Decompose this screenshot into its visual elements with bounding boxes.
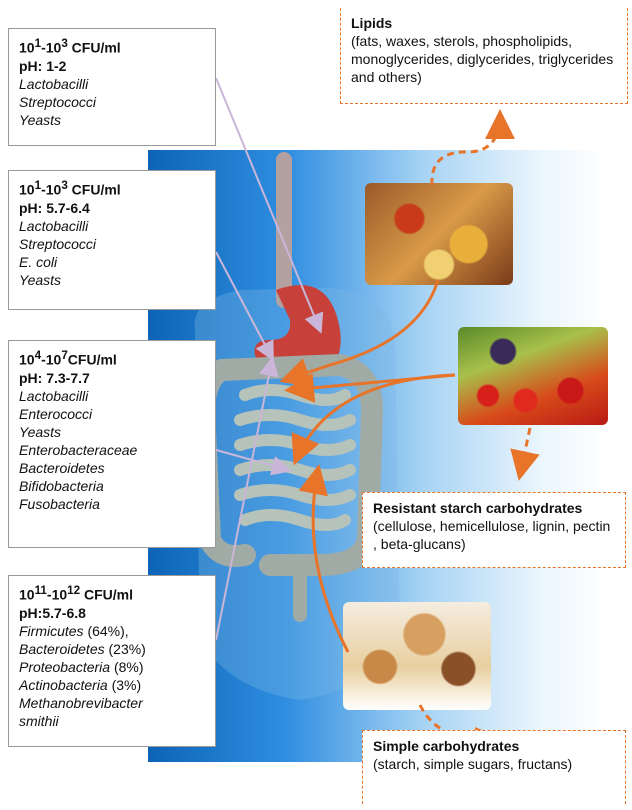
lipids-description: (fats, waxes, sterols, phospholipids, mo… [351, 32, 617, 86]
organism-item: Yeasts [19, 271, 205, 289]
organism-item: Bacteroidetes (23%) [19, 640, 205, 658]
ph-label: pH:5.7-6.8 [19, 604, 205, 622]
bread-arrow [313, 470, 348, 652]
organism-item: Lactobacilli [19, 217, 205, 235]
cfu-heading: 1011-1012 CFU/ml [19, 582, 205, 604]
simple-carbs-box: Simple carbohydrates (starch, simple sug… [362, 730, 626, 804]
organism-item: Lactobacilli [19, 75, 205, 93]
lipids-dashed-arrow [432, 115, 500, 185]
organism-item: Actinobacteria (3%) [19, 676, 205, 694]
simple-carbs-description: (starch, simple sugars, fructans) [373, 755, 615, 773]
lipids-box: Lipids (fats, waxes, sterols, phospholip… [340, 8, 628, 104]
organism-item: Proteobacteria (8%) [19, 658, 205, 676]
organism-item: smithii [19, 712, 205, 730]
ph-label: pH: 5.7-6.4 [19, 199, 205, 217]
organism-item: Lactobacilli [19, 387, 205, 405]
stomach-info-box: 101-103 CFU/ml pH: 1-2 Lactobacilli Stre… [8, 28, 216, 146]
organism-item: Bacteroidetes [19, 459, 205, 477]
pointer-duodenum [216, 252, 272, 358]
simple-carbs-title: Simple carbohydrates [373, 737, 615, 755]
pointer-colon [216, 360, 272, 640]
organism-item: Streptococci [19, 235, 205, 253]
organism-item: E. coli [19, 253, 205, 271]
resistant-starch-box: Resistant starch carbohydrates (cellulos… [362, 492, 626, 568]
resistant-starch-description: (cellulose, hemicellulose, lignin, pecti… [373, 517, 615, 553]
fast-food-arrow [285, 280, 438, 380]
colon-info-box: 1011-1012 CFU/ml pH:5.7-6.8 Firmicutes (… [8, 575, 216, 747]
duodenum-info-box: 101-103 CFU/ml pH: 5.7-6.4 Lactobacilli … [8, 170, 216, 310]
cfu-heading: 104-107CFU/ml [19, 347, 205, 369]
organism-item: Streptococci [19, 93, 205, 111]
organism-item: Yeasts [19, 111, 205, 129]
cfu-heading: 101-103 CFU/ml [19, 35, 205, 57]
organism-item: Bifidobacteria [19, 477, 205, 495]
ph-label: pH: 7.3-7.7 [19, 369, 205, 387]
resistant-starch-dashed-arrow [520, 428, 530, 475]
organism-item: Yeasts [19, 423, 205, 441]
organism-item: Firmicutes (64%), [19, 622, 205, 640]
organism-item: Enterobacteraceae [19, 441, 205, 459]
small-intestine-info-box: 104-107CFU/ml pH: 7.3-7.7 Lactobacilli E… [8, 340, 216, 548]
pointer-stomach [216, 78, 320, 330]
ph-label: pH: 1-2 [19, 57, 205, 75]
organism-item: Fusobacteria [19, 495, 205, 513]
cfu-heading: 101-103 CFU/ml [19, 177, 205, 199]
lipids-title: Lipids [351, 14, 617, 32]
organism-item: Methanobrevibacter [19, 694, 205, 712]
resistant-starch-title: Resistant starch carbohydrates [373, 499, 615, 517]
organism-item: Enterococci [19, 405, 205, 423]
